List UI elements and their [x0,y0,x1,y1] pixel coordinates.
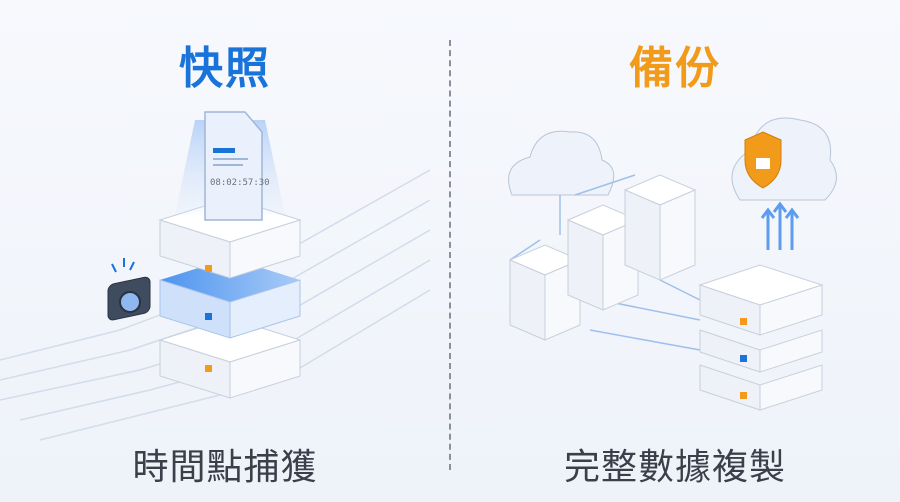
cloud-icon [508,130,615,196]
snapshot-title: 快照 [179,43,271,94]
backup-server-stack [698,264,824,411]
camera-icon [107,258,151,321]
rack-servers [508,174,697,341]
document-icon [204,111,263,221]
rack-server [623,174,697,281]
snapshot-server-stack [158,197,302,399]
snapshot-caption: 時間點捕獲 [132,447,318,488]
snapshot-timestamp: 08:02:57:30 [210,178,270,188]
data-flow-lines [509,174,701,351]
divider [449,40,451,470]
secure-cloud-icon [731,117,837,201]
backup-title: 備份 [629,43,721,94]
backup-caption: 完整數據複製 [563,447,786,488]
upload-arrows-icon [760,201,800,250]
